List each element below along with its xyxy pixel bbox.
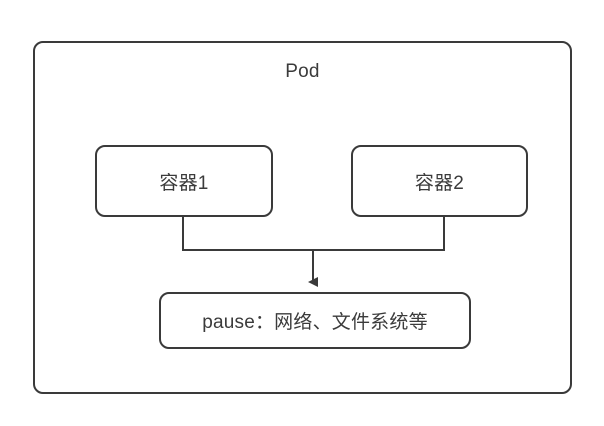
connector-from-container-two <box>313 216 445 251</box>
pause-container-box <box>159 292 471 349</box>
pod-title: Pod <box>285 61 320 82</box>
container-two-label: 容器2 <box>414 172 465 194</box>
pause-container-label: pause：网络、文件系统等 <box>202 312 428 333</box>
container-two-box <box>351 145 528 217</box>
connector-from-container-one <box>182 216 313 251</box>
container-one-label: 容器1 <box>159 172 209 194</box>
